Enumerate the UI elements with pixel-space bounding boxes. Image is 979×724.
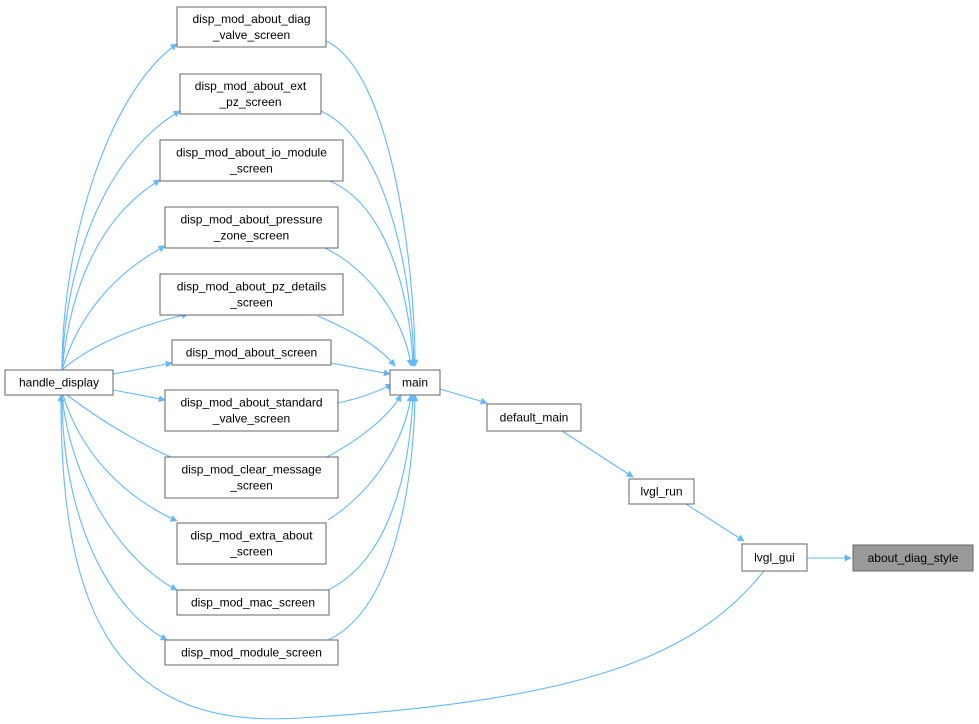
node-box-lvgl-run: [628, 478, 695, 505]
edge-standard-valve-to-main: [337, 383, 393, 404]
node-box-module-screen: [164, 639, 339, 666]
edge-default-main-to-lvgl-run: [561, 430, 634, 478]
node-label-standard-valve-line-2: _valve_screen: [212, 412, 290, 426]
node-label-pz-details-line-2: _screen: [229, 296, 273, 310]
node-box-handle-display: [4, 369, 114, 396]
edge-io-module-to-main: [329, 180, 417, 367]
node-clear-message[interactable]: disp_mod_clear_message _screen: [164, 456, 339, 499]
node-label-default-main-line-1: default_main: [500, 411, 569, 425]
edge-lvgl-gui-to-handle-display: [57, 394, 765, 720]
node-box-lvgl-gui: [741, 543, 808, 572]
edge-handle-display-to-extra-about: [62, 394, 178, 522]
node-label-clear-message-line-1: disp_mod_clear_message: [181, 463, 321, 477]
node-label-lvgl-gui-line-1: lvgl_gui: [754, 551, 795, 565]
node-box-extra-about: [176, 522, 327, 565]
node-lvgl-run[interactable]: lvgl_run: [628, 478, 695, 505]
edge-handle-display-to-pressure-zone: [61, 245, 166, 371]
edge-diag-valve-to-main: [325, 40, 419, 367]
node-label-ext-pz-line-2: _pz_screen: [218, 95, 281, 109]
node-label-io-module-line-2: _screen: [229, 162, 273, 176]
edge-pressure-zone-to-main: [324, 247, 414, 367]
node-label-about-diag-style-line-1: about_diag_style: [868, 551, 959, 565]
node-box-standard-valve: [164, 389, 339, 432]
edge-clear-message-to-main: [324, 394, 402, 459]
edge-handle-display-to-pz-details: [61, 311, 189, 371]
edge-ext-pz-to-main: [320, 110, 418, 367]
node-label-mac-screen-line-1: disp_mod_mac_screen: [191, 596, 315, 610]
node-io-module[interactable]: disp_mod_about_io_module _screen: [159, 139, 344, 182]
node-box-ext-pz: [179, 73, 322, 115]
node-ext-pz[interactable]: disp_mod_about_ext _pz_screen: [179, 73, 322, 115]
node-box-default-main: [486, 403, 582, 432]
node-default-main[interactable]: default_main: [486, 403, 582, 432]
edge-handle-display-to-about-screen: [112, 360, 173, 375]
node-label-pz-details-line-1: disp_mod_about_pz_details: [177, 280, 326, 294]
node-label-main-line-1: main: [402, 376, 428, 390]
node-label-diag-valve-line-1: disp_mod_about_diag: [192, 12, 310, 26]
node-label-pressure-zone-line-1: disp_mod_about_pressure: [180, 213, 322, 227]
node-pressure-zone[interactable]: disp_mod_about_pressure _zone_screen: [164, 206, 339, 249]
node-about-diag-style[interactable]: about_diag_style: [852, 544, 974, 572]
node-module-screen[interactable]: disp_mod_module_screen: [164, 639, 339, 666]
node-handle-display[interactable]: handle_display: [4, 369, 114, 396]
edge-handle-display-to-io-module: [61, 179, 161, 371]
node-box-pz-details: [159, 273, 344, 316]
node-box-clear-message: [164, 456, 339, 499]
node-label-about-screen-line-1: disp_mod_about_screen: [186, 346, 317, 360]
edge-lvgl-run-to-lvgl-gui: [685, 503, 745, 542]
node-box-about-screen: [171, 339, 332, 366]
edge-main-to-default-main: [439, 388, 488, 405]
edge-extra-about-to-main: [327, 394, 414, 521]
edge-handle-display-to-module-screen: [61, 394, 168, 641]
node-mac-screen[interactable]: disp_mod_mac_screen: [176, 589, 330, 616]
node-box-diag-valve: [176, 6, 327, 48]
nodes-layer: disp_mod_about_diag_valve_screendisp_mod…: [4, 6, 974, 666]
node-label-ext-pz-line-1: disp_mod_about_ext: [195, 79, 307, 93]
edge-handle-display-to-diag-valve: [61, 43, 178, 371]
node-label-diag-valve-line-2: _valve_screen: [212, 28, 290, 42]
node-box-pressure-zone: [164, 206, 339, 249]
node-label-module-screen-line-1: disp_mod_module_screen: [181, 646, 322, 660]
node-box-mac-screen: [176, 589, 330, 616]
edge-handle-display-to-ext-pz: [61, 110, 181, 371]
edge-module-screen-to-main: [327, 394, 419, 641]
node-label-lvgl-run-line-1: lvgl_run: [640, 485, 682, 499]
node-box-about-diag-style: [852, 544, 974, 572]
node-label-extra-about-line-1: disp_mod_extra_about: [190, 529, 313, 543]
node-box-io-module: [159, 139, 344, 182]
node-diag-valve[interactable]: disp_mod_about_diag _valve_screen: [176, 6, 327, 48]
node-label-io-module-line-1: disp_mod_about_io_module: [176, 146, 327, 160]
node-label-pressure-zone-line-2: _zone_screen: [213, 229, 289, 243]
node-label-handle-display-line-1: handle_display: [19, 376, 99, 390]
edge-handle-display-to-standard-valve: [112, 389, 166, 403]
edge-about-screen-to-main: [330, 362, 391, 377]
node-extra-about[interactable]: disp_mod_extra_about _screen: [176, 522, 327, 565]
edge-pz-details-to-main: [317, 315, 396, 367]
node-box-main: [389, 369, 441, 396]
node-label-clear-message-line-2: _screen: [229, 479, 273, 493]
node-label-standard-valve-line-1: disp_mod_about_standard: [180, 396, 322, 410]
edge-mac-screen-to-main: [327, 394, 417, 591]
node-main[interactable]: main: [389, 369, 441, 396]
node-standard-valve[interactable]: disp_mod_about_standard _valve_screen: [164, 389, 339, 432]
node-lvgl-gui[interactable]: lvgl_gui: [741, 543, 808, 572]
node-about-screen[interactable]: disp_mod_about_screen: [171, 339, 332, 366]
node-label-extra-about-line-2: _screen: [229, 545, 273, 559]
node-pz-details[interactable]: disp_mod_about_pz_details _screen: [159, 273, 344, 316]
edge-handle-display-to-mac-screen: [61, 394, 178, 591]
